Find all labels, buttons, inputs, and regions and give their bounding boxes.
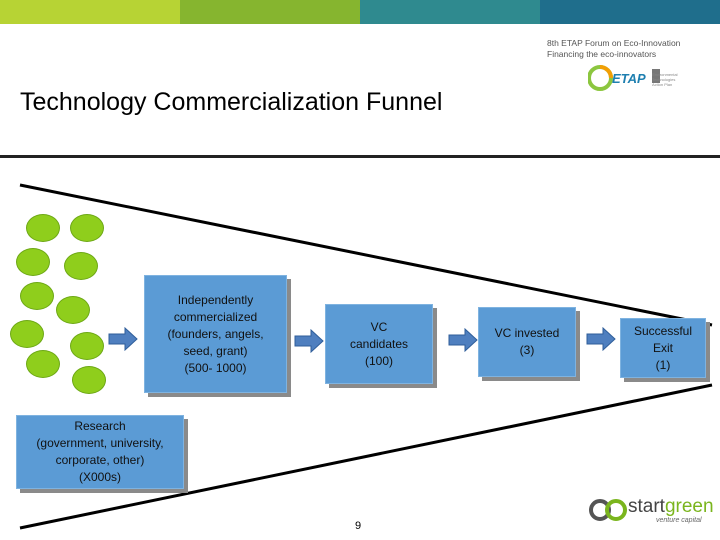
top-color-bar (0, 0, 720, 24)
independent-detail: (founders, angels, (167, 326, 264, 341)
successful-exit-count: (1) (655, 357, 671, 372)
header-event-line: 8th ETAP Forum on Eco-Innovation (547, 38, 681, 48)
research-bubble (26, 350, 60, 378)
title-divider (0, 155, 720, 158)
top-bar-segment (180, 0, 360, 24)
research-bubble (64, 252, 98, 280)
top-bar-segment (540, 0, 720, 24)
vc-candidates-box: VC candidates (100) (325, 304, 433, 384)
research-box: Research (government, university, corpor… (16, 415, 184, 489)
right-arrow-icon (448, 328, 478, 352)
independent-count: (500- 1000) (184, 360, 247, 375)
research-detail: (government, university, (36, 436, 164, 450)
vc-invested-box: VC invested (3) (478, 307, 576, 377)
startgreen-green: green (664, 496, 714, 517)
right-arrow-icon (294, 329, 324, 353)
independent-detail: seed, grant) (183, 343, 248, 358)
research-label: Research (74, 419, 126, 433)
research-count: (X000s) (78, 470, 121, 484)
successful-exit-box: Successful Exit (1) (620, 318, 706, 378)
slide-title: Technology Commercialization Funnel (20, 88, 443, 116)
right-arrow-icon (108, 327, 138, 351)
funnel-bottom-line (19, 383, 713, 530)
right-arrow-icon (586, 327, 616, 351)
etap-logo-icon (588, 65, 660, 91)
research-bubble (56, 296, 90, 324)
top-bar-segment (0, 0, 180, 24)
vc-invested-label: VC invested (494, 326, 560, 340)
successful-exit-label: Successful (633, 323, 693, 338)
independent-box: Independently commercialized (founders, … (144, 275, 287, 393)
funnel-top-line (19, 183, 713, 327)
research-bubble (10, 320, 44, 348)
successful-exit-label: Exit (652, 340, 673, 355)
research-bubble (20, 282, 54, 310)
startgreen-logo-icon (589, 499, 627, 521)
research-bubble (70, 214, 104, 242)
vc-invested-count: (3) (519, 343, 535, 357)
etap-logo-small-text: Environmental Technologies Action Plan (652, 72, 678, 87)
research-bubble (16, 248, 50, 276)
startgreen-tagline: venture capital (656, 517, 702, 524)
header-subtitle-line: Financing the eco-innovators (547, 49, 657, 59)
etap-logo-text: ETAP (612, 71, 646, 86)
startgreen-logo-text: startgreen (628, 496, 714, 518)
page-number: 9 (355, 520, 362, 532)
vc-candidates-count: (100) (364, 353, 393, 368)
startgreen-start: start (628, 496, 665, 517)
independent-label: Independently (177, 292, 254, 307)
research-detail: corporate, other) (55, 453, 145, 467)
independent-label: commercialized (173, 309, 258, 324)
vc-candidates-label: candidates (349, 336, 409, 351)
research-bubble (72, 366, 106, 394)
top-bar-segment (360, 0, 540, 24)
research-bubble (70, 332, 104, 360)
vc-candidates-label: VC (370, 319, 388, 334)
research-bubble (26, 214, 60, 242)
